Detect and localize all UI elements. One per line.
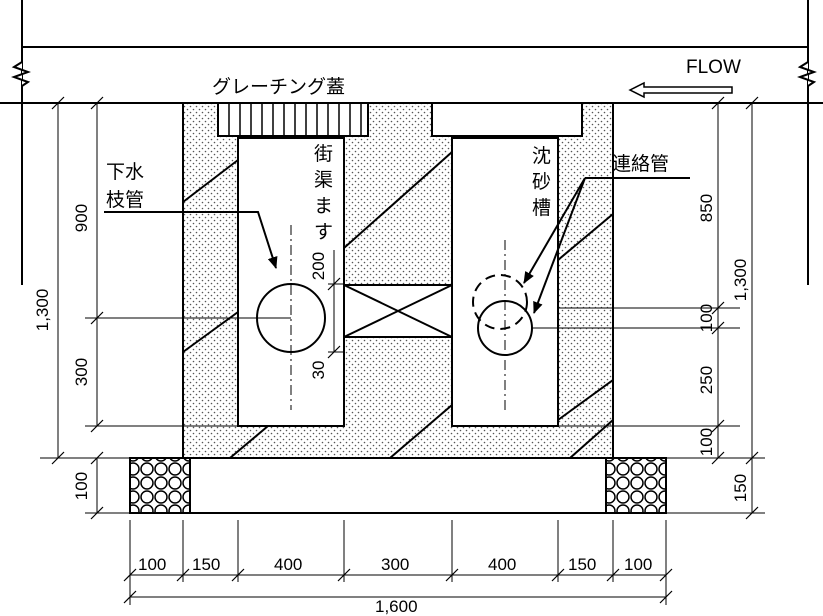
street-inlet-label-4: す <box>314 222 333 243</box>
break-line-left <box>11 61 31 87</box>
grating-lid-label: グレーチング蓋 <box>212 76 345 98</box>
dim-inlet-30: 30 <box>309 361 328 380</box>
dim-left-base: 100 <box>72 472 91 500</box>
street-inlet-label-1: 街 <box>314 143 333 165</box>
dim-right-base: 150 <box>731 474 750 502</box>
dim-right-100-bottom: 100 <box>697 428 716 456</box>
sand-basin-lid <box>431 102 583 137</box>
dim-bottom-total: 1,600 <box>375 597 418 616</box>
break-line-right <box>797 61 817 87</box>
street-inlet-label-3: ま <box>314 196 333 217</box>
dimension-lines <box>40 103 765 605</box>
dim-bottom-5: 400 <box>488 555 516 574</box>
concrete-body <box>182 102 614 459</box>
dim-inlet-200: 200 <box>309 252 328 280</box>
grating-lid <box>217 102 369 137</box>
branch-pipe-label-2: 枝管 <box>106 189 144 211</box>
flow-label: FLOW <box>686 57 741 78</box>
dim-left-upper: 900 <box>72 204 91 232</box>
sand-basin-label-2: 砂 <box>532 171 551 193</box>
branch-pipe-label-1: 下水 <box>106 161 144 183</box>
base-foundation <box>129 457 667 514</box>
gravel-left <box>129 457 191 514</box>
sand-basin-label-1: 沈 <box>532 145 551 167</box>
sand-basin-label-3: 槽 <box>532 197 551 219</box>
dim-right-850: 850 <box>697 194 716 222</box>
dim-right-250: 250 <box>697 366 716 394</box>
dim-right-100-top: 100 <box>697 304 716 332</box>
dimension-ticks <box>51 96 759 604</box>
dim-right-outer: 1,300 <box>731 259 750 302</box>
connecting-pipe-dashed <box>472 274 528 330</box>
leader-lines <box>104 177 690 314</box>
dim-bottom-6: 150 <box>568 555 596 574</box>
dim-left-outer: 1,300 <box>33 289 52 332</box>
dim-left-lower: 300 <box>72 358 91 386</box>
dim-bottom-2: 150 <box>192 555 220 574</box>
dim-bottom-1: 100 <box>138 555 166 574</box>
dim-bottom-4: 300 <box>381 555 409 574</box>
street-inlet-label-2: 渠 <box>314 169 333 191</box>
street-inlet-chamber <box>237 137 345 427</box>
flow-arrow-icon <box>628 81 733 99</box>
gravel-right <box>605 457 667 514</box>
dim-bottom-3: 400 <box>274 555 302 574</box>
connecting-pipe-label: 連絡管 <box>612 153 669 175</box>
dim-bottom-7: 100 <box>624 555 652 574</box>
